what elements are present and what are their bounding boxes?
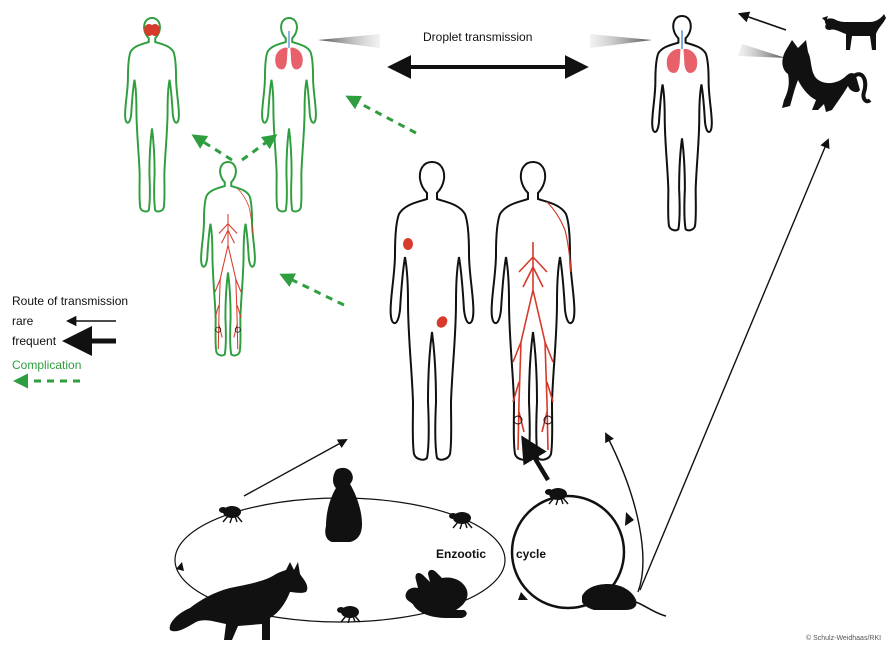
prairie-dog-icon <box>325 468 362 542</box>
complication-arrow <box>242 136 275 160</box>
droplet-beam-right <box>590 34 652 48</box>
brain-icon <box>144 24 160 36</box>
fox-icon <box>170 562 308 640</box>
cycle-arrowhead <box>518 592 528 600</box>
enzootic-label: Enzootic <box>436 547 486 561</box>
complication-arrow <box>348 97 416 133</box>
human-bubonic <box>391 162 474 460</box>
rat-icon <box>582 584 666 616</box>
human-septicemic <box>492 162 575 460</box>
bubo-icon-armpit <box>403 238 413 250</box>
droplet-beam-cat <box>738 44 786 58</box>
legend-route-title: Route of transmission <box>12 294 128 308</box>
flea-icon <box>545 488 568 505</box>
cycle-arrowhead <box>625 512 634 526</box>
cycle-label: cycle <box>516 547 546 561</box>
flea-icon <box>449 512 472 529</box>
blood-vessels-icon <box>513 202 571 450</box>
human-meningitis-green <box>125 18 179 211</box>
arrow-to-dog <box>740 14 786 30</box>
lungs-icon <box>667 30 697 73</box>
legend-frequent-label: frequent <box>12 334 56 348</box>
blood-vessels-icon <box>215 188 253 349</box>
rat-to-human-arrow <box>606 434 643 592</box>
lungs-icon <box>275 31 302 69</box>
copyright-label: © Schulz-Weidhaas/RKI <box>806 635 881 642</box>
complication-arrow <box>282 275 344 305</box>
dog-icon <box>822 14 886 50</box>
flea-icon <box>219 506 242 523</box>
complication-arrow <box>194 136 232 160</box>
bubo-icon-groin <box>434 314 449 330</box>
rabbit-icon <box>406 570 468 618</box>
rare-transmission-arrow <box>244 440 346 496</box>
human-septicemic-green <box>201 162 255 355</box>
droplet-beam-left <box>318 34 380 48</box>
legend-complication-label: Complication <box>12 358 81 372</box>
droplet-transmission-label: Droplet transmission <box>423 30 532 44</box>
flea-icon <box>337 606 360 623</box>
cat-icon <box>782 40 870 112</box>
legend-rare-label: rare <box>12 314 33 328</box>
